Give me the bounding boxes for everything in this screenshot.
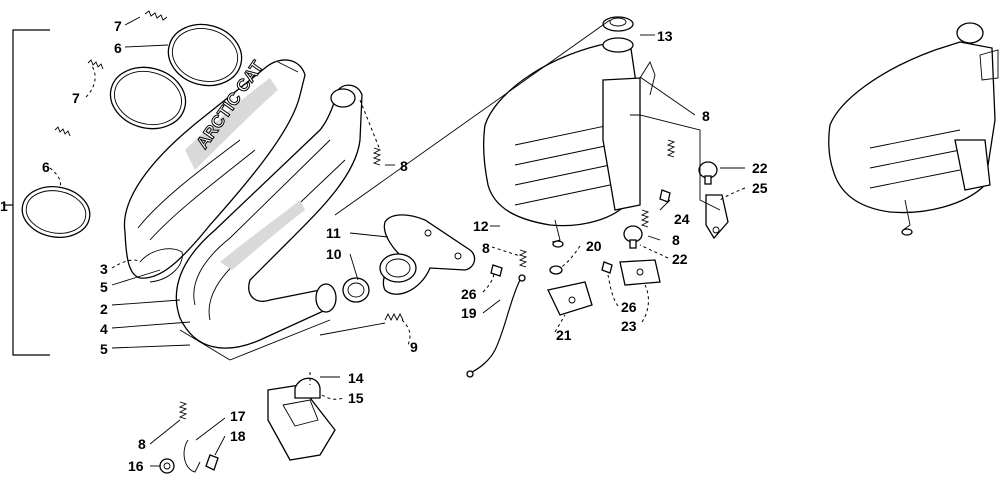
bolt-18 [205,454,219,471]
callout-8-right: 8 [672,232,680,248]
callout-12: 12 [473,218,489,234]
bolt-24 [659,189,671,203]
spring-8-bottom [178,401,188,420]
washer-20 [549,265,563,275]
hanger-12 [551,219,564,248]
bolt-26-left [490,264,503,277]
callout-25: 25 [752,180,768,196]
grommet-22-lower [623,225,643,249]
bracket-23 [619,259,661,286]
callout-5-lower: 5 [100,341,108,357]
callout-8-bottom: 8 [138,436,146,452]
callout-7-lower: 7 [72,90,80,106]
callout-24: 24 [674,211,690,227]
callout-labels: 1 2 3 4 5 5 6 6 7 7 8 8 8 8 8 9 10 11 12… [0,18,768,474]
callout-9: 9 [410,339,418,355]
callout-26-right: 26 [621,299,637,315]
callout-8-right-top: 8 [702,108,710,124]
clamp-ring-lower [21,186,91,238]
guide-line [334,19,611,216]
callout-8-mid: 8 [482,240,490,256]
callout-2: 2 [100,301,108,317]
callout-16: 16 [128,458,144,474]
callout-6-upper: 6 [114,40,122,56]
callout-23: 23 [621,318,637,334]
nut-16 [159,458,175,474]
callout-10: 10 [326,246,342,262]
spring-8-center [372,147,382,166]
spring-7-mid [87,59,104,70]
silencer-reference-view [828,22,999,236]
callout-22-upper: 22 [752,160,768,176]
expansion-chamber [175,84,363,361]
callout-20: 20 [586,238,602,254]
callout-18: 18 [230,428,246,444]
silencer-box [482,37,656,227]
spring-8-right-a [518,249,528,268]
grommet-22-upper [698,161,718,185]
spring-8-right-b [640,209,650,228]
assembly-bracket-1 [3,29,50,356]
bracket-21 [547,281,593,316]
callout-15: 15 [348,390,364,406]
callout-21: 21 [556,327,572,343]
bolt-26-right [601,261,613,274]
callout-5-upper: 5 [100,279,108,295]
callout-11: 11 [326,225,341,241]
cable-19 [466,274,526,378]
spring-9 [384,312,404,322]
wire-clip-17 [183,439,201,473]
sealing-ring [342,277,370,303]
spring-7-top [144,10,168,21]
callout-22-lower: 22 [672,251,688,267]
grommet-15 [294,377,321,399]
callout-26-left: 26 [461,286,477,302]
clamp-ring-upper-left [109,66,187,130]
callout-13: 13 [657,28,673,44]
callout-8-center: 8 [400,158,408,174]
callout-7-upper: 7 [114,18,122,34]
exhaust-flange [379,214,476,295]
callout-14: 14 [348,370,364,386]
callout-4: 4 [100,321,108,337]
bracket-25 [705,194,729,240]
spring-7-low [54,126,71,137]
callout-6-lower: 6 [42,159,50,175]
callout-3: 3 [100,261,108,277]
callout-19: 19 [461,305,477,321]
spring-8-right-c [666,139,676,158]
callout-17: 17 [230,408,246,424]
grommet-13 [602,16,634,32]
leader-lines [49,16,746,467]
clamp-ring-upper-right [167,23,243,87]
callout-1: 1 [0,198,8,214]
